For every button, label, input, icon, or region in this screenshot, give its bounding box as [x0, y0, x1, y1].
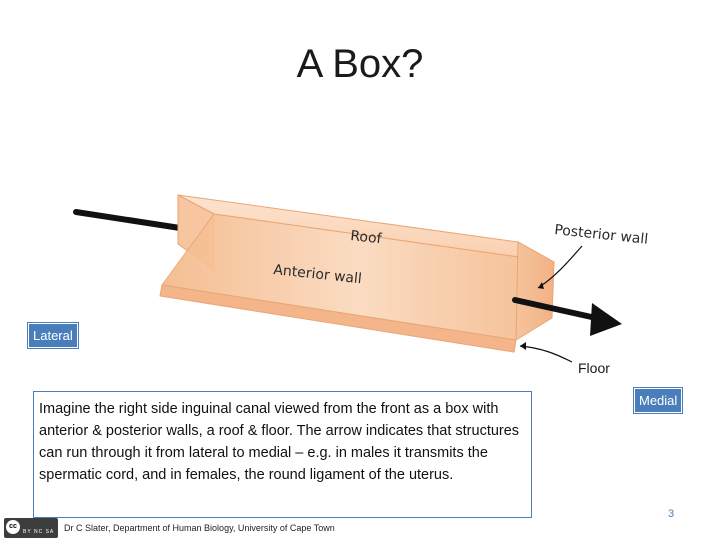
posterior-wall-label: Posterior wall — [554, 222, 649, 248]
arrow-shaft-out — [512, 297, 599, 321]
arrow-head — [590, 303, 622, 336]
posterior-wall-pointer-head — [538, 282, 544, 289]
description-box: Imagine the right side inguinal canal vi… — [33, 391, 532, 518]
creative-commons-icon: cc — [6, 520, 20, 534]
box-floor-face — [159, 284, 517, 353]
license-badge[interactable]: cc BY NC SA — [4, 518, 58, 538]
floor-pointer-head — [520, 342, 526, 350]
slide-title: A Box? — [296, 42, 424, 86]
arrow-shaft-in — [73, 209, 183, 231]
floor-pointer — [519, 345, 573, 363]
footer-credit: Dr C Slater, Department of Human Biology… — [64, 523, 335, 533]
medial-tag: Medial — [634, 388, 683, 413]
roof-label: Roof — [350, 228, 384, 247]
license-badge-text: BY NC SA — [23, 529, 55, 535]
box-medial-end-face — [515, 241, 555, 341]
floor-label: Floor — [578, 360, 610, 376]
page-number: 3 — [668, 508, 675, 520]
lateral-tag: Lateral — [28, 323, 78, 348]
